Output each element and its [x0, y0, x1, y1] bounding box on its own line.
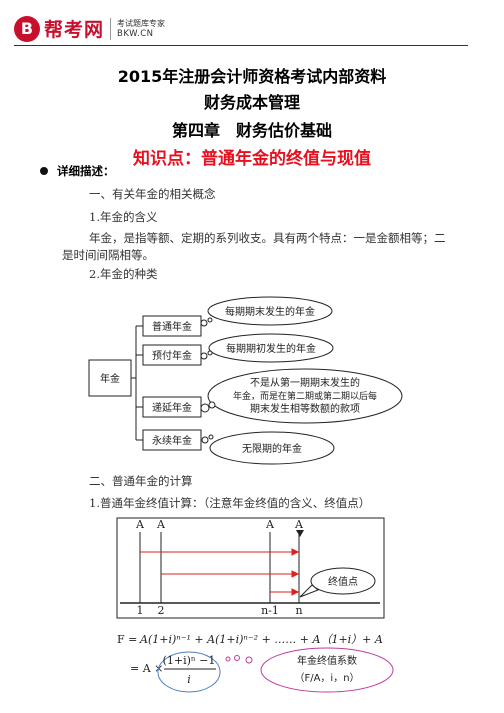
cloud-bubble-1 [207, 296, 333, 326]
tree-branch-box-prepaid [142, 344, 202, 366]
section-2-heading: 二、普通年金的计算 [89, 474, 193, 488]
timeline-top-label-3: A [265, 518, 275, 531]
logo-tagline: 考试题库专家 [117, 19, 166, 28]
bubble-text-deferred-1: 不是从第一期期末发生的 [250, 376, 360, 389]
knowledge-point-title: 知识点：普通年金的终值与现值 [133, 149, 371, 169]
timeline-top-label-4: A [294, 518, 304, 531]
tree-root-label: 年金 [100, 372, 120, 385]
bubble-text-prepaid: 每期期初发生的年金 [226, 342, 316, 355]
formula-line-1: A(1+i)ⁿ⁻¹ + A(1+i)ⁿ⁻² + …… + A（1+i）+ A [139, 633, 383, 646]
section-2-1-heading: 1.普通年金终值计算：（注意年金终值的含义、终值点） [89, 496, 371, 510]
section-1-heading: 一、有关年金的相关概念 [89, 187, 216, 201]
subject-title: 财务成本管理 [203, 93, 300, 112]
formula-prefix: F = [117, 633, 137, 646]
coefficient-callout [225, 647, 394, 693]
tree-branch-ordinary: 普通年金 [152, 320, 192, 333]
cloud-bubble-2 [208, 333, 334, 363]
logo-mark-icon: B [14, 15, 40, 42]
cloud-bubble-4 [209, 431, 335, 465]
tree-branch-deferred: 递延年金 [152, 401, 192, 414]
timeline-bottom-label-3: n-1 [261, 604, 279, 617]
coefficient-symbol: （F/A，i，n） [294, 672, 359, 684]
logo-name: 帮考网 [44, 19, 105, 41]
timeline-bottom-label-1: 1 [137, 604, 144, 617]
end-point-callout [299, 567, 376, 598]
header-rule [14, 45, 468, 46]
bubble-text-perpetual: 无限期的年金 [242, 442, 302, 455]
formula-denominator: i [187, 673, 191, 686]
bubble-text-ordinary: 每期期末发生的年金 [225, 305, 315, 318]
tree-root-box [88, 359, 132, 397]
bubble-text-deferred-3: 期末发生相等数额的款项 [250, 402, 360, 415]
tree-branch-box-deferred [142, 396, 202, 418]
section-1-1-text: 年金，是指等额、定期的系列收支。具有两个特点：一是金额相等；二 [89, 231, 446, 245]
timeline-bottom-label-2: 2 [158, 604, 165, 617]
timeline-top-label-2: A [156, 518, 166, 531]
site-logo: B 帮考网 考试题库专家 BKW.CN [14, 15, 165, 42]
formula-highlight-ellipse [157, 651, 221, 693]
timeline-frame [116, 517, 385, 619]
detail-heading: 详细描述： [57, 164, 115, 178]
section-1-2-heading: 2.年金的种类 [89, 267, 158, 281]
tree-branch-box-ordinary [142, 315, 202, 337]
timeline-top-label-1: A [135, 518, 145, 531]
tree-branch-box-perpetual [142, 429, 202, 451]
section-1-1-heading: 1.年金的含义 [89, 210, 158, 224]
compounding-arrows [140, 548, 300, 596]
tree-branch-prepaid: 预付年金 [152, 349, 192, 362]
end-point-callout-label: 终值点 [328, 575, 358, 588]
bullet-dot-icon [40, 167, 48, 175]
coefficient-name: 年金终值系数 [297, 654, 357, 667]
timeline-bottom-label-4: n [295, 604, 302, 617]
section-1-1-text-cont: 是时间间隔相等。 [62, 248, 154, 262]
document-title: 2015年注册会计师资格考试内部资料 [117, 67, 387, 86]
chapter-title: 第四章 财务估价基础 [171, 121, 332, 140]
bubble-text-deferred-2: 年金，而是在第二期或第二期以后每 [233, 390, 377, 402]
tree-branch-perpetual: 永续年金 [152, 434, 192, 447]
cloud-bubble-3 [207, 368, 403, 424]
formula-line-2-prefix: = A × [130, 662, 163, 675]
logo-subtitle: 考试题库专家 BKW.CN [117, 18, 165, 39]
formula-numerator: (1+i)ⁿ −1 [163, 654, 216, 667]
logo-domain: BKW.CN [117, 29, 154, 39]
logo-divider [110, 17, 112, 40]
